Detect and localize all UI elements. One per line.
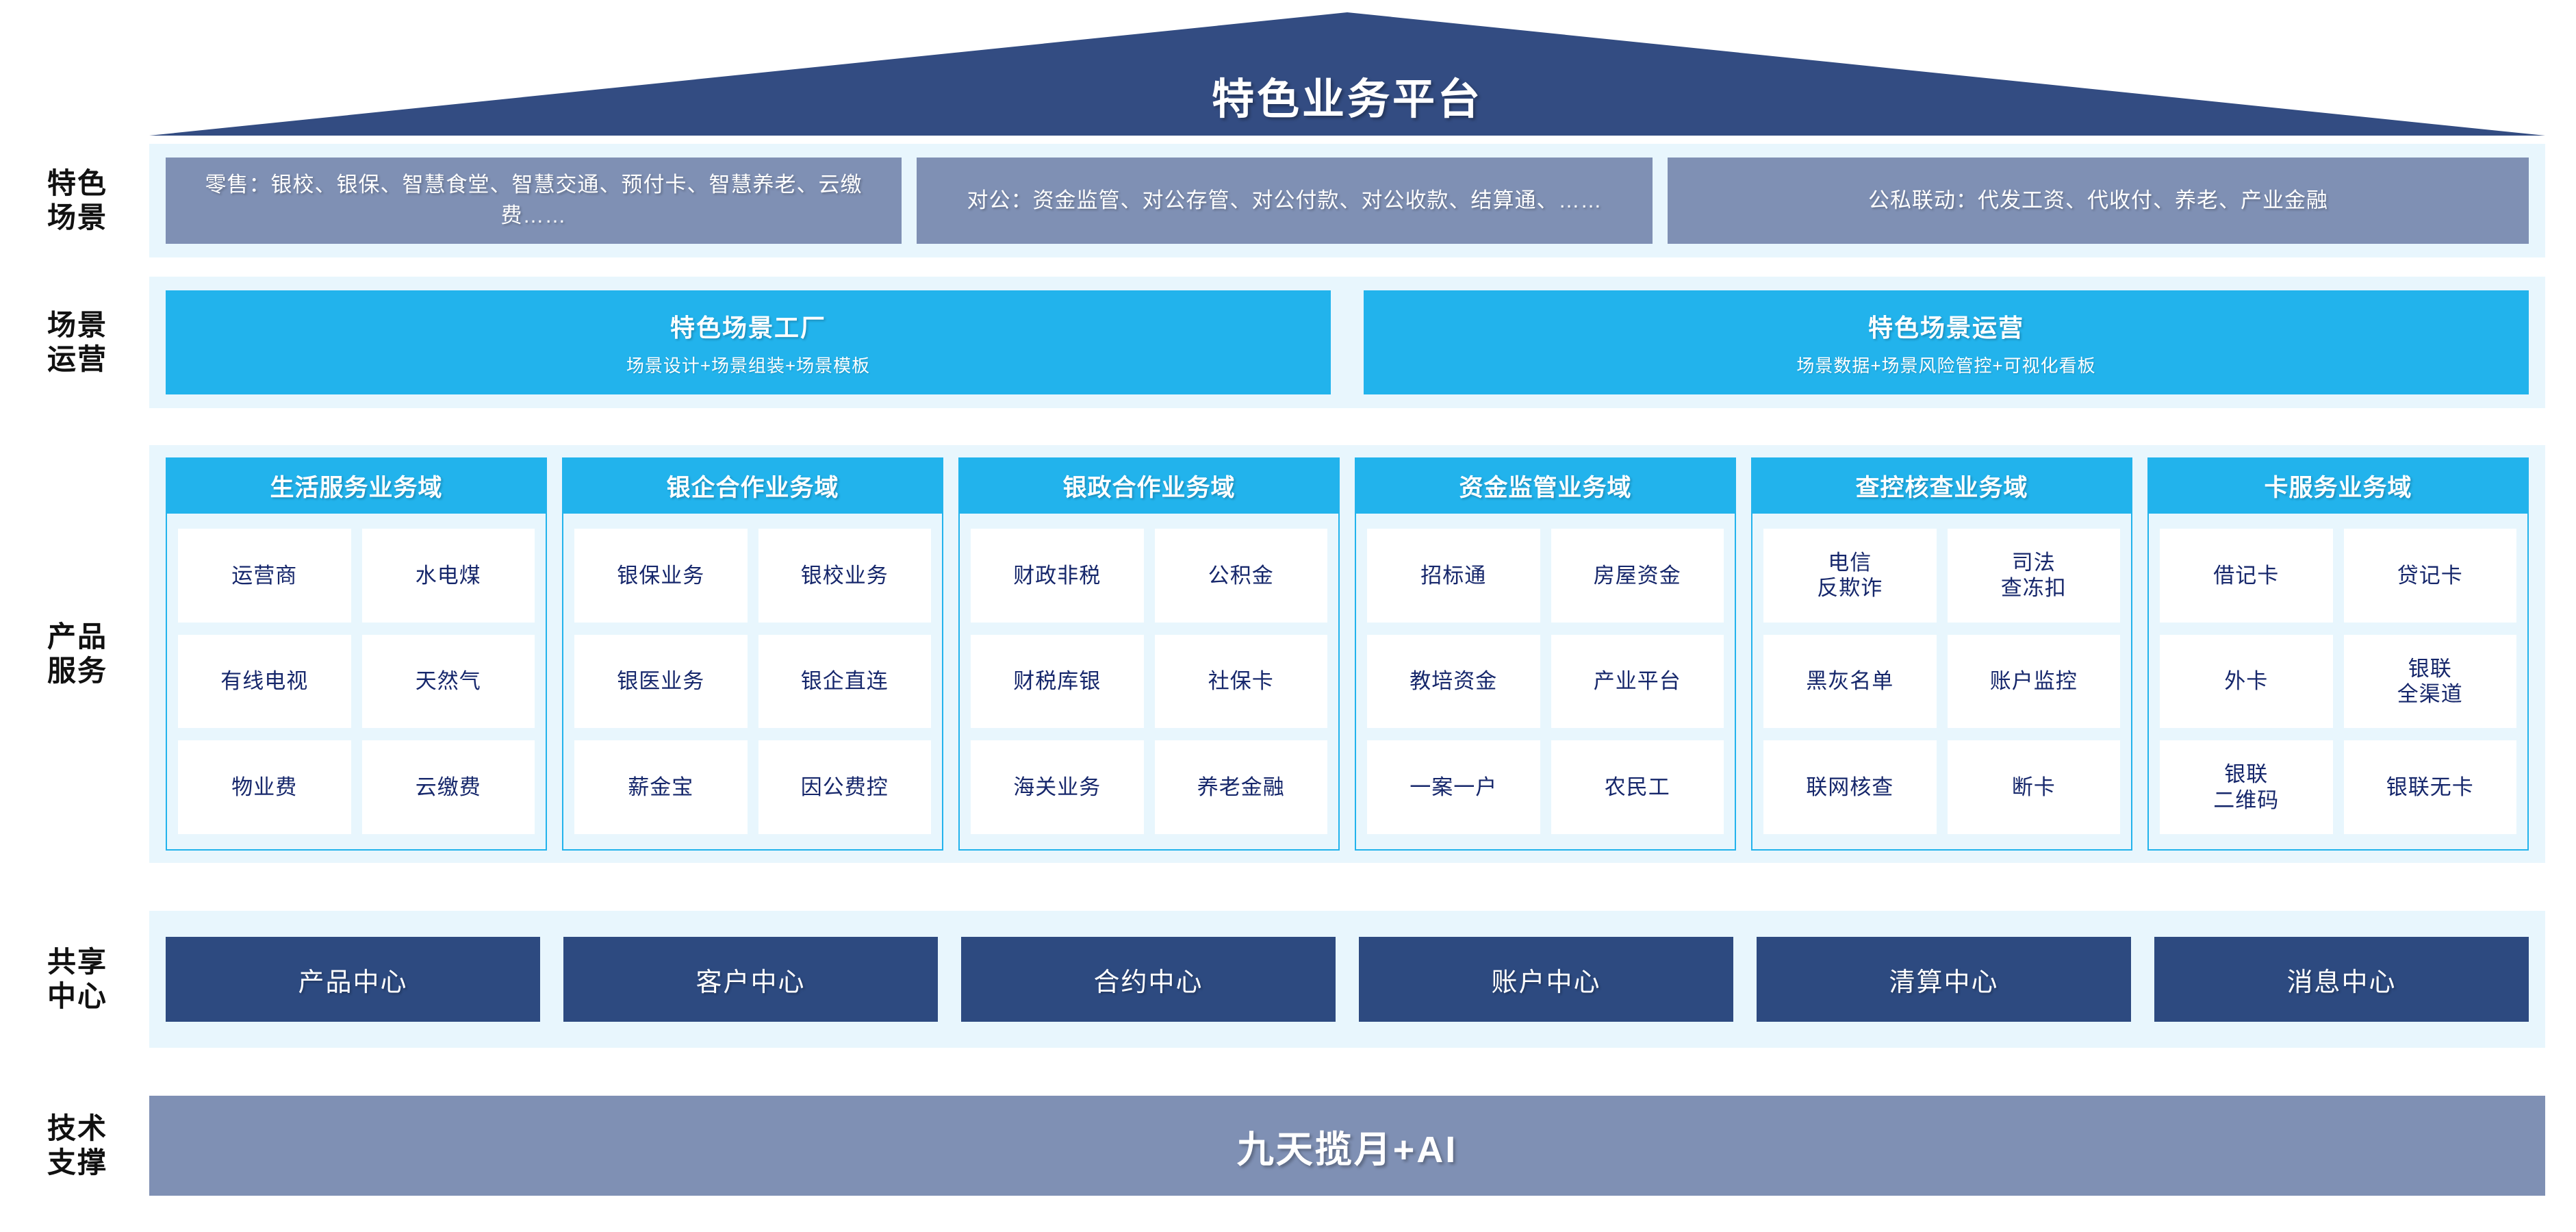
domain-item[interactable]: 银联无卡 — [2343, 740, 2516, 834]
domain-item[interactable]: 财税库银 — [971, 634, 1144, 729]
domain-item[interactable]: 产业平台 — [1551, 634, 1724, 729]
scene-operations-subtitle: 场景数据+场景风险管控+可视化看板 — [1796, 355, 2096, 376]
operation-box-scene-operations[interactable]: 特色场景运营 场景数据+场景风险管控+可视化看板 — [1364, 290, 2529, 394]
domain-item[interactable]: 养老金融 — [1154, 740, 1327, 834]
domain-item[interactable]: 天然气 — [361, 634, 535, 729]
domain-item[interactable]: 房屋资金 — [1551, 529, 1724, 623]
row-label-tech: 技术 支撑 — [47, 1112, 107, 1179]
domain-item[interactable]: 云缴费 — [361, 740, 535, 834]
domain-item[interactable]: 贷记卡 — [2343, 529, 2516, 623]
row-label-centers: 共享 中心 — [47, 946, 107, 1012]
domain-item[interactable]: 海关业务 — [971, 740, 1144, 834]
scenario-box-corporate[interactable]: 对公：资金监管、对公存管、对公付款、对公收款、结算通、…… — [917, 158, 1653, 244]
center-box-account[interactable]: 账户中心 — [1359, 937, 1733, 1022]
center-box-contract[interactable]: 合约中心 — [961, 937, 1336, 1022]
domain-bank-enterprise: 银企合作业务域 银保业务 银校业务 银医业务 银企直连 薪金宝 因公费控 — [562, 457, 943, 851]
domain-item[interactable]: 银保业务 — [574, 529, 748, 623]
domain-item[interactable]: 借记卡 — [2160, 529, 2333, 623]
domain-card-service: 卡服务业务域 借记卡 贷记卡 外卡 银联 全渠道 银联 二维码 银联无卡 — [2147, 457, 2529, 851]
domain-items: 财政非税 公积金 财税库银 社保卡 海关业务 养老金融 — [958, 514, 1340, 851]
domain-bank-government: 银政合作业务域 财政非税 公积金 财税库银 社保卡 海关业务 养老金融 — [958, 457, 1340, 851]
domain-item[interactable]: 一案一户 — [1367, 740, 1540, 834]
domain-item[interactable]: 银医业务 — [574, 634, 748, 729]
domain-item[interactable]: 账户监控 — [1947, 634, 2120, 729]
row-label-products: 产品 服务 — [47, 620, 107, 687]
domain-title: 银企合作业务域 — [562, 457, 943, 514]
centers-band: 产品中心 客户中心 合约中心 账户中心 清算中心 消息中心 — [149, 911, 2545, 1048]
platform-roof: 特色业务平台 — [149, 12, 2545, 136]
domain-title: 生活服务业务域 — [166, 457, 547, 514]
domain-item[interactable]: 水电煤 — [361, 529, 535, 623]
domain-item[interactable]: 银校业务 — [758, 529, 931, 623]
domain-item[interactable]: 银联 全渠道 — [2343, 634, 2516, 729]
domain-item[interactable]: 物业费 — [178, 740, 351, 834]
domain-item[interactable]: 司法 查冻扣 — [1947, 529, 2120, 623]
scenarios-band: 零售：银校、银保、智慧食堂、智慧交通、预付卡、智慧养老、云缴费…… 对公：资金监… — [149, 144, 2545, 257]
center-box-customer[interactable]: 客户中心 — [563, 937, 938, 1022]
domain-item[interactable]: 公积金 — [1154, 529, 1327, 623]
row-label-scenarios: 特色 场景 — [47, 167, 107, 234]
domain-item[interactable]: 断卡 — [1947, 740, 2120, 834]
operation-box-scene-factory[interactable]: 特色场景工厂 场景设计+场景组装+场景模板 — [166, 290, 1331, 394]
domain-item[interactable]: 银企直连 — [758, 634, 931, 729]
row-label-operations: 场景 运营 — [47, 309, 107, 375]
domain-title: 银政合作业务域 — [958, 457, 1340, 514]
scene-factory-title: 特色场景工厂 — [669, 313, 826, 342]
domain-item[interactable]: 薪金宝 — [574, 740, 748, 834]
center-box-settlement[interactable]: 清算中心 — [1757, 937, 2131, 1022]
domain-items: 借记卡 贷记卡 外卡 银联 全渠道 银联 二维码 银联无卡 — [2147, 514, 2529, 851]
domain-item[interactable]: 联网核查 — [1763, 740, 1937, 834]
scenario-box-public-private[interactable]: 公私联动：代发工资、代收付、养老、产业金融 — [1668, 158, 2529, 244]
domain-items: 招标通 房屋资金 教培资金 产业平台 一案一户 农民工 — [1355, 514, 1736, 851]
domain-items: 电信 反欺诈 司法 查冻扣 黑灰名单 账户监控 联网核查 断卡 — [1751, 514, 2132, 851]
scene-operations-title: 特色场景运营 — [1867, 313, 2024, 342]
center-box-product[interactable]: 产品中心 — [166, 937, 540, 1022]
domain-item[interactable]: 农民工 — [1551, 740, 1724, 834]
scenario-box-retail[interactable]: 零售：银校、银保、智慧食堂、智慧交通、预付卡、智慧养老、云缴费…… — [166, 158, 902, 244]
domain-item[interactable]: 财政非税 — [971, 529, 1144, 623]
operations-band: 特色场景工厂 场景设计+场景组装+场景模板 特色场景运营 场景数据+场景风险管控… — [149, 277, 2545, 408]
domain-item[interactable]: 黑灰名单 — [1763, 634, 1937, 729]
center-box-message[interactable]: 消息中心 — [2154, 937, 2529, 1022]
domain-life-service: 生活服务业务域 运营商 水电煤 有线电视 天然气 物业费 云缴费 — [166, 457, 547, 851]
domain-item[interactable]: 教培资金 — [1367, 634, 1540, 729]
domain-item[interactable]: 社保卡 — [1154, 634, 1327, 729]
scene-factory-subtitle: 场景设计+场景组装+场景模板 — [626, 355, 871, 376]
domain-item[interactable]: 银联 二维码 — [2160, 740, 2333, 834]
domain-item[interactable]: 有线电视 — [178, 634, 351, 729]
domain-investigation-control: 查控核查业务域 电信 反欺诈 司法 查冻扣 黑灰名单 账户监控 联网核查 断卡 — [1751, 457, 2132, 851]
domain-items: 运营商 水电煤 有线电视 天然气 物业费 云缴费 — [166, 514, 547, 851]
tech-support-bar[interactable]: 九天揽月+AI — [149, 1096, 2545, 1196]
domain-item[interactable]: 电信 反欺诈 — [1763, 529, 1937, 623]
platform-title: 特色业务平台 — [1211, 76, 1483, 123]
domain-item[interactable]: 因公费控 — [758, 740, 931, 834]
domain-item[interactable]: 招标通 — [1367, 529, 1540, 623]
domain-title: 查控核查业务域 — [1751, 457, 2132, 514]
domain-items: 银保业务 银校业务 银医业务 银企直连 薪金宝 因公费控 — [562, 514, 943, 851]
domain-title: 资金监管业务域 — [1355, 457, 1736, 514]
domain-item[interactable]: 运营商 — [178, 529, 351, 623]
domain-item[interactable]: 外卡 — [2160, 634, 2333, 729]
products-band: 生活服务业务域 运营商 水电煤 有线电视 天然气 物业费 云缴费 银企合作业务域… — [149, 445, 2545, 863]
domain-title: 卡服务业务域 — [2147, 457, 2529, 514]
domain-fund-supervision: 资金监管业务域 招标通 房屋资金 教培资金 产业平台 一案一户 农民工 — [1355, 457, 1736, 851]
